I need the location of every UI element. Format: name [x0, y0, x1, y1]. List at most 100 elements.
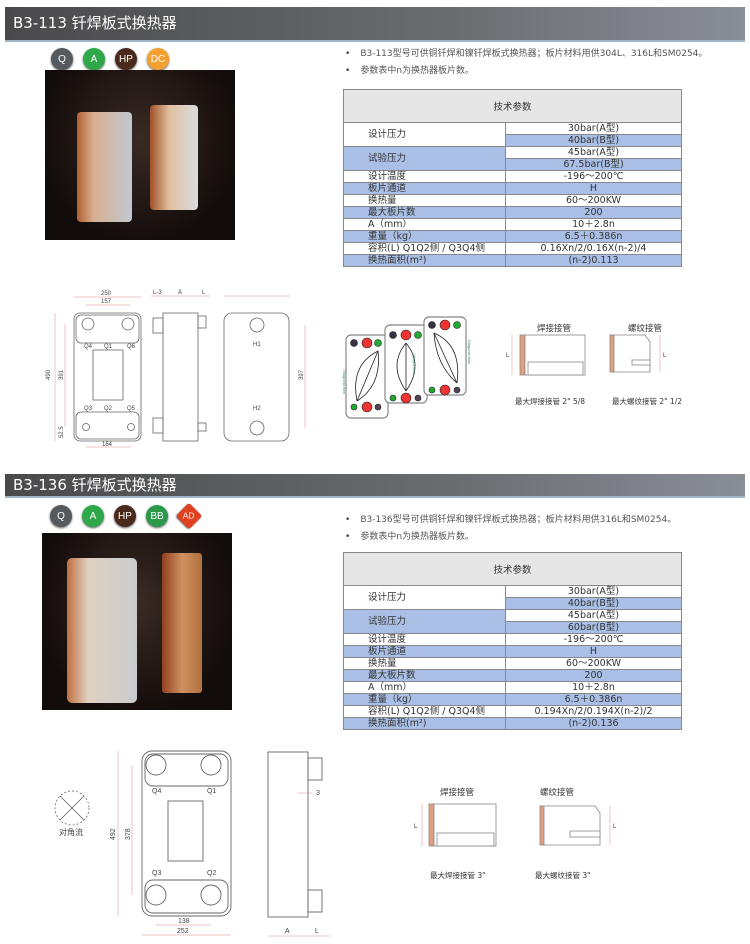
port-label: Q1: [104, 344, 113, 350]
thread-connector-caption: 最大螺纹接管 2" 1/2: [612, 397, 683, 406]
row-label: 设计温度: [343, 170, 506, 183]
product-photo-b3-136: [42, 533, 232, 710]
connector-diagrams-b3-136: L L: [414, 803, 617, 847]
dim-width: 250: [101, 291, 112, 297]
dim-side-label: L: [202, 290, 206, 296]
port-label: Q6: [127, 344, 136, 350]
dim-port-spacing-bottom: 164: [102, 442, 113, 448]
bullet-item: B3-113型号可供铜钎焊和镍钎焊板式换热器；板片材料用供304L、316L和S…: [345, 46, 707, 63]
row-value: 60～200KW: [505, 194, 682, 207]
dim-height: 490: [46, 369, 52, 380]
dim-width: 252: [177, 928, 189, 935]
thread-connector-title: 螺纹接管: [628, 324, 663, 334]
port-label: Q5: [127, 406, 136, 412]
row-label: 换热量: [343, 657, 506, 670]
row-value: 6.5＋0.386n: [505, 230, 682, 243]
port-label: Q4: [84, 344, 93, 350]
dim-port-height: 378: [125, 828, 132, 840]
dim-side-label: A: [178, 290, 182, 296]
row-value: 60～200KW: [505, 657, 682, 670]
bullet-item: B3-136型号可供铜钎焊和镍钎焊板式换热器；板片材料用供316L和SM0254…: [345, 512, 676, 529]
weld-connector-title: 焊接接管: [440, 788, 475, 798]
badge-q: Q: [51, 48, 73, 70]
badge-ad: AD: [175, 502, 203, 530]
row-value: 0.194Xn/2/0.194X(n-2)/2: [505, 705, 682, 718]
section-header-b3-113: B3-113 钎焊板式换热器: [5, 7, 745, 42]
table-row: 换热面积(m²)(n-2)0.136: [343, 717, 682, 730]
port-label: Q3: [152, 870, 161, 877]
row-value: H: [505, 645, 682, 658]
dim-side-label: L-3: [153, 290, 162, 296]
badge-dc: DC: [147, 48, 169, 70]
row-value: 10＋2.8n: [505, 681, 682, 694]
length-label: L: [663, 353, 667, 359]
port-label: Q2: [207, 870, 216, 877]
description-b3-136: B3-136型号可供铜钎焊和镍钎焊板式换热器；板片材料用供316L和SM0254…: [345, 512, 676, 546]
badge-bb: BB: [146, 505, 168, 527]
bullet-item: 参数表中n为换热器板片数。: [345, 63, 707, 80]
badge-hp: HP: [114, 505, 136, 527]
dim-offset: 52.5: [59, 426, 65, 438]
flow-diagrams: Diagonal flow Upright flow Diagonal flow: [342, 316, 472, 419]
badges-b3-113: Q A HP DC: [51, 48, 169, 70]
row-label: 板片通道: [343, 182, 506, 195]
row-value: 6.5＋0.386n: [505, 693, 682, 706]
table-header: 技术参数: [343, 552, 682, 586]
port-label: Q3: [84, 406, 93, 412]
row-label: 设计压力: [343, 585, 506, 610]
table-row: 重量（kg）6.5＋0.386n: [343, 693, 682, 706]
port-label: Q4: [152, 788, 161, 795]
dim-gap: 3: [316, 790, 320, 797]
bullet-item: 参数表中n为换热器板片数。: [345, 529, 676, 546]
row-value: 60bar(B型): [505, 621, 682, 634]
dim-side-label: L: [315, 928, 319, 935]
flow-label: Diagonal flow: [467, 340, 472, 364]
row-label: 换热量: [343, 194, 506, 207]
length-label: L: [506, 353, 510, 359]
row-value: (n-2)0.113: [505, 254, 682, 267]
row-value: 10＋2.8n: [505, 218, 682, 231]
row-label: 容积(L) Q1Q2侧 / Q3Q4侧: [343, 242, 506, 255]
row-value: (n-2)0.136: [505, 717, 682, 730]
table-row: A（mm）10＋2.8n: [343, 681, 682, 694]
dim-port-height: 391: [59, 369, 65, 380]
dim-port-spacing: 138: [178, 918, 190, 925]
dim-right-height: 397: [299, 369, 305, 380]
length-label: L: [613, 824, 617, 830]
row-value: 40bar(B型): [505, 134, 682, 147]
row-value: 45bar(A型): [505, 146, 682, 159]
row-label: 换热面积(m²): [343, 254, 506, 267]
row-label: 板片通道: [343, 645, 506, 658]
badge-hp: HP: [115, 48, 137, 70]
row-label: 试验压力: [343, 609, 506, 634]
row-label: 重量（kg）: [343, 693, 506, 706]
table-header: 技术参数: [343, 89, 682, 123]
technical-drawing-b3-113: 250 157 490 391 52.5 164 L-3 A L 397 Q4 …: [46, 290, 306, 448]
technical-drawing-b3-136: 对角流 492 378 138 252 A L 3 Q4 Q1 Q3 Q2: [54, 750, 330, 937]
weld-connector-title: 焊接接管: [537, 324, 572, 334]
row-label: 最大板片数: [343, 669, 506, 682]
row-value: 200: [505, 669, 682, 682]
table-row: 换热面积(m²)(n-2)0.113: [343, 254, 682, 267]
length-label: L: [414, 824, 418, 830]
row-label: 重量（kg）: [343, 230, 506, 243]
dim-height: 492: [110, 828, 117, 840]
product-photo-b3-113: [45, 70, 235, 240]
thread-connector-title: 螺纹接管: [540, 788, 575, 798]
badge-q: Q: [50, 505, 72, 527]
section-header-b3-136: B3-136 钎焊板式换热器: [5, 474, 745, 498]
row-label: 换热面积(m²): [343, 717, 506, 730]
table-row: 设计温度-196～200℃: [343, 633, 682, 646]
port-label: H1: [253, 342, 261, 348]
row-label: 试验压力: [343, 146, 506, 171]
weld-connector-caption: 最大焊接接管 2" 5/8: [515, 397, 586, 406]
port-label: Q1: [207, 788, 216, 795]
